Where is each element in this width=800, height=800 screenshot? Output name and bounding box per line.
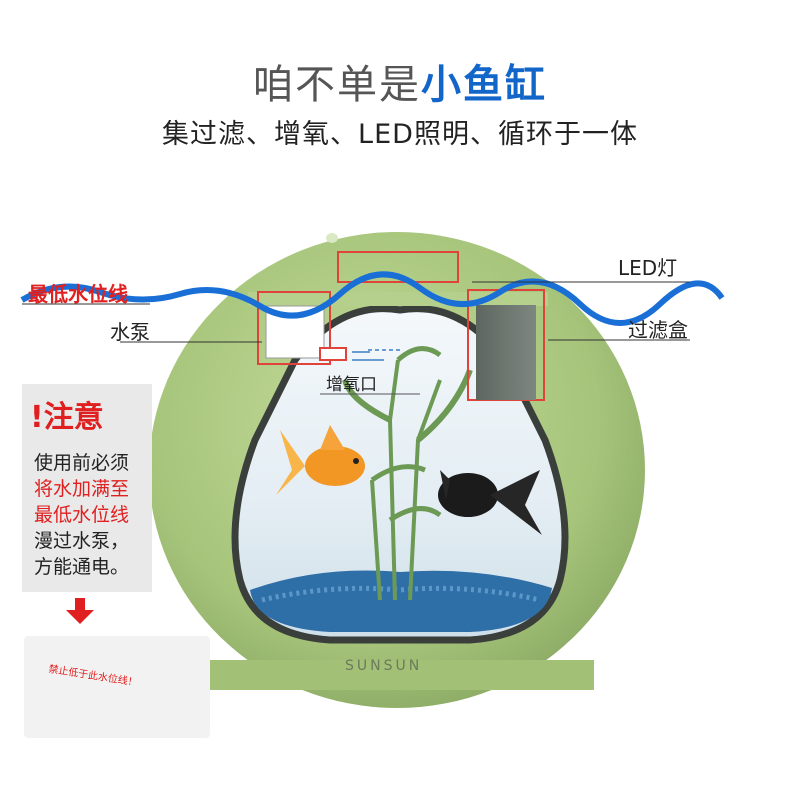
vent-hole xyxy=(326,233,338,243)
title-highlight: 小鱼缸 xyxy=(421,62,547,108)
aerator-label: 增氧口 xyxy=(326,375,377,395)
tank-base xyxy=(200,660,594,690)
down-arrow-icon xyxy=(66,598,94,624)
notice-panel xyxy=(22,384,152,592)
notice-title: !注意 xyxy=(30,392,104,436)
black-fish xyxy=(438,470,542,535)
notice-line-4: 漫过水泵， xyxy=(34,530,130,552)
title-prefix: 咱不单是 xyxy=(253,62,421,108)
page-subtitle: 集过滤、增氧、LED照明、循环于一体 xyxy=(162,119,638,150)
water-line-label: 最低水位线 xyxy=(28,282,128,306)
notice-title-text: 注意 xyxy=(43,400,104,435)
page-title: 咱不单是小鱼缸 xyxy=(0,52,800,110)
notice-line-3: 最低水位线 xyxy=(34,504,130,526)
pump-label: 水泵 xyxy=(110,320,150,344)
blue-gravel xyxy=(250,570,552,632)
min-water-line xyxy=(20,271,725,326)
exclamation-icon: ! xyxy=(30,400,44,435)
led-light-box xyxy=(337,251,459,283)
pump-outline xyxy=(257,291,331,365)
notice-line-1: 使用前必须 xyxy=(34,452,130,474)
water-line-photo xyxy=(24,636,210,738)
notice-line-5: 方能通电。 xyxy=(34,556,130,578)
aerator-outlet-box xyxy=(319,347,347,361)
bamboo-plant xyxy=(342,346,473,601)
notice-line-2: 将水加满至 xyxy=(34,478,130,500)
goldfish xyxy=(276,425,365,495)
led-label: LED灯 xyxy=(618,256,678,280)
filter-box xyxy=(476,305,536,400)
brand-logo: SUNSUN xyxy=(345,658,423,674)
tank-lid xyxy=(248,292,548,306)
filter-label: 过滤盒 xyxy=(628,318,688,342)
